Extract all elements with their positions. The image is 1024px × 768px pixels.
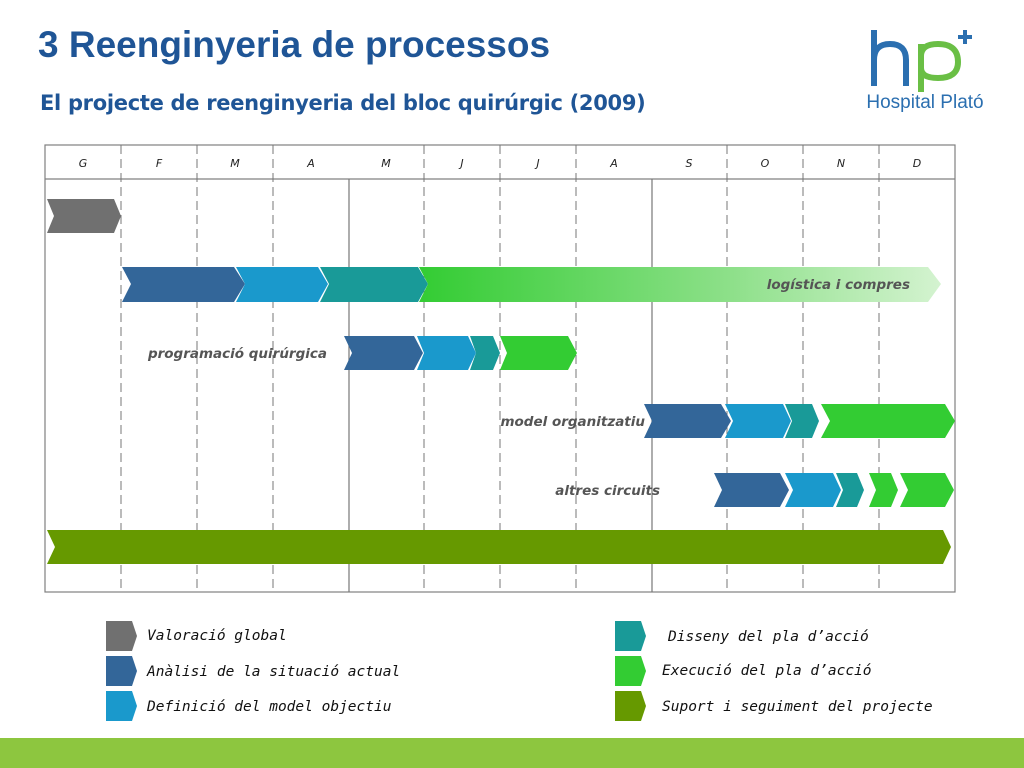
- row-logistica: logística i compres: [122, 267, 941, 302]
- month-label-6: J: [458, 157, 463, 170]
- month-label-8: A: [609, 157, 618, 170]
- phase-label-model: model organitzatiu: [500, 414, 645, 430]
- bar-altres-execucio-2: [900, 473, 954, 507]
- phase-label-logistica: logística i compres: [767, 277, 910, 293]
- bar-programacio-execucio: [500, 336, 577, 370]
- month-label-12: D: [913, 157, 921, 170]
- legend-swatch-disseny: [615, 621, 646, 651]
- bar-suport-seguiment: [47, 530, 951, 564]
- logo-name: Hospital Plató: [866, 92, 984, 113]
- bar-model-analisi: [644, 404, 731, 438]
- legend-swatch-definicio: [106, 691, 137, 721]
- bar-logistica-definicio: [236, 267, 328, 302]
- month-label-2: F: [156, 157, 163, 170]
- bar-model-disseny: [785, 404, 819, 438]
- gantt-chart: G F M A M J J A S O N D logística i comp…: [44, 144, 956, 593]
- legend-label-suport: Suport i seguiment del projecte: [662, 699, 933, 715]
- bar-valoracio-global: [47, 199, 121, 233]
- legend-swatch-suport: [615, 691, 646, 721]
- month-label-9: S: [686, 157, 693, 170]
- row-programacio: programació quirúrgica: [147, 336, 577, 370]
- footer-band: [0, 738, 1024, 768]
- row-altres: altres circuits: [555, 473, 954, 507]
- page-subtitle: El projecte de reenginyeria del bloc qui…: [40, 91, 646, 115]
- month-label-7: J: [534, 157, 539, 170]
- legend-label-execucio: Execució del pla d’acció: [662, 663, 872, 679]
- month-label-1: G: [79, 157, 88, 170]
- legend-label-definicio: Definició del model objectiu: [147, 699, 392, 715]
- bar-programacio-disseny: [470, 336, 500, 370]
- month-gridlines: [120, 145, 880, 592]
- hospital-logo: Hospital Plató: [850, 22, 1000, 122]
- bar-programacio-analisi: [344, 336, 423, 370]
- legend-label-valoracio: Valoració global: [147, 628, 287, 644]
- month-label-5: M: [381, 157, 391, 170]
- bar-altres-definicio: [785, 473, 841, 507]
- legend-swatch-analisi: [106, 656, 137, 686]
- page-title: 3 Reenginyeria de processos: [38, 24, 551, 65]
- legend-swatch-execucio: [615, 656, 646, 686]
- bar-logistica-disseny: [320, 267, 428, 302]
- phase-label-programacio: programació quirúrgica: [147, 346, 327, 362]
- bar-model-definicio: [725, 404, 791, 438]
- bar-logistica-execucio: [419, 267, 941, 302]
- month-label-3: M: [230, 157, 240, 170]
- bar-altres-analisi: [714, 473, 789, 507]
- bar-altres-disseny: [836, 473, 864, 507]
- legend-label-analisi: Anàlisi de la situació actual: [147, 664, 401, 680]
- row-model: model organitzatiu: [500, 404, 955, 438]
- month-label-10: O: [761, 157, 770, 170]
- phase-label-altres: altres circuits: [555, 483, 660, 499]
- month-label-11: N: [837, 157, 845, 170]
- legend-swatch-valoracio: [106, 621, 137, 651]
- month-labels: G F M A M J J A S O N D: [79, 157, 922, 170]
- bar-logistica-analisi: [122, 267, 245, 302]
- month-label-4: A: [306, 157, 315, 170]
- hp-logo-mark-icon: [871, 30, 972, 92]
- bar-model-execucio: [821, 404, 955, 438]
- bar-altres-execucio-1: [869, 473, 898, 507]
- legend-label-disseny: Disseny del pla d’acció: [668, 629, 869, 645]
- bar-programacio-definicio: [417, 336, 476, 370]
